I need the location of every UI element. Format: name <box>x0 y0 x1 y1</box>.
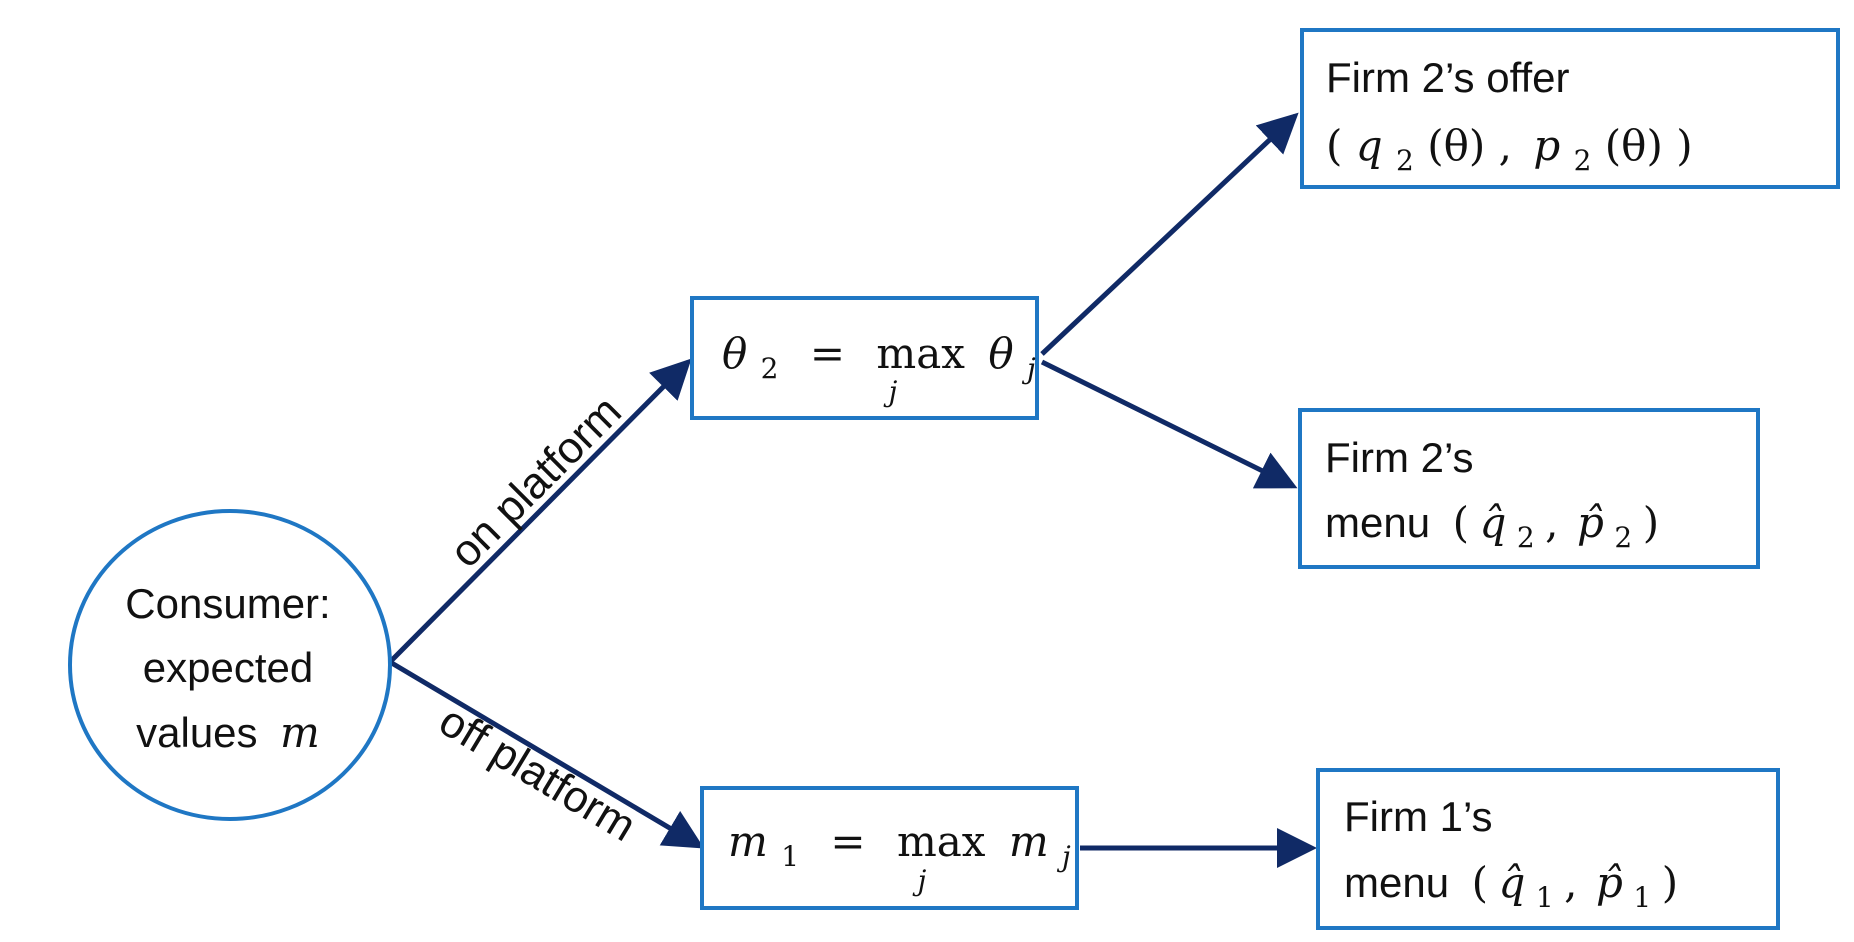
theta-max-node: θ 2 = max θ j j <box>690 296 1039 420</box>
consumer-line-2: expected <box>143 644 313 691</box>
consumer-values-word: values <box>136 709 257 756</box>
edge-label-on-platform: on platform <box>441 387 631 577</box>
arrow-consumer-to-theta <box>388 358 692 664</box>
firm1-menu-title: Firm 1’s <box>1344 793 1493 840</box>
firm1-menu-formula: menu ( q̂ 1 , p̂ 1 ) <box>1344 858 1678 917</box>
consumer-node: Consumer: expected values m <box>68 509 392 821</box>
firm2-offer-node: Firm 2’s offer ( q 2 (θ) , p 2 (θ) ) <box>1300 28 1840 189</box>
firm1-menu-node: Firm 1’s menu ( q̂ 1 , p̂ 1 ) <box>1316 768 1780 930</box>
edge-label-off-platform: off platform <box>431 696 644 851</box>
arrow-theta-to-firm2-menu <box>1040 359 1298 489</box>
firm2-menu-node: Firm 2’s menu ( q̂ 2 , p̂ 2 ) <box>1298 408 1760 569</box>
firm2-offer-formula: ( q 2 (θ) , p 2 (θ) ) <box>1326 121 1693 180</box>
firm2-menu-formula: menu ( q̂ 2 , p̂ 2 ) <box>1325 498 1659 557</box>
arrow-theta-to-firm2-offer <box>1040 112 1299 356</box>
consumer-line-3: values m <box>136 708 320 757</box>
m-max-node: m 1 = max m j j <box>700 786 1079 910</box>
firm2-offer-title: Firm 2’s offer <box>1326 54 1570 101</box>
arrow-consumer-to-m <box>388 659 705 849</box>
firm2-menu-title: Firm 2’s <box>1325 434 1474 481</box>
consumer-line-1: Consumer: <box>125 580 330 627</box>
consumer-var-m: m <box>280 708 320 757</box>
m-max-formula: m 1 = max m j <box>728 817 1071 876</box>
theta-max-formula: θ 2 = max θ j <box>722 329 1036 388</box>
